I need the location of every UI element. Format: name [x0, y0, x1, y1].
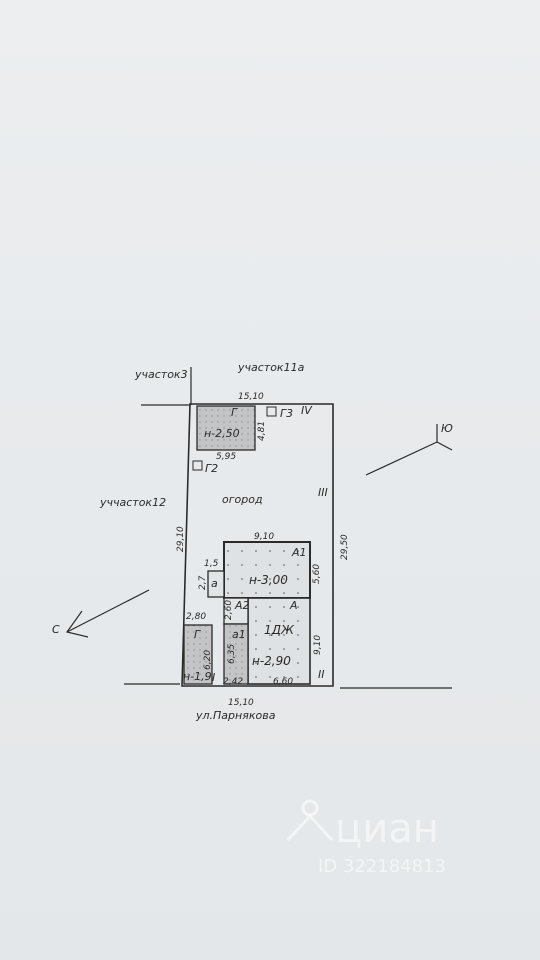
label-a1-height: н-3,00: [249, 573, 288, 587]
label-g-top-height: н-2,50: [204, 427, 240, 440]
watermark-logo-icon: [301, 799, 319, 817]
watermark: циан ID 322184813: [286, 799, 446, 877]
north-arrow-line: [66, 589, 150, 633]
corner-ii: II: [318, 668, 325, 681]
dim-dwelling-w: 6,60: [273, 677, 293, 687]
label-street: ул.Парнякова: [195, 709, 276, 722]
corner-iii: III: [318, 486, 328, 499]
label-plot11a: участок11а: [237, 361, 305, 374]
dim-a1-width: 9,10: [254, 532, 274, 542]
label-a-small: а: [211, 577, 218, 590]
dim-a-lower-right: 9,10: [313, 635, 323, 655]
label-g-bottom: Г: [194, 628, 201, 641]
building-g-bottom: [183, 624, 213, 685]
plot-outline: [181, 403, 334, 687]
building-a-small: [207, 570, 225, 598]
dim-g-bottom-w: 2,80: [186, 612, 206, 622]
dim-a2-h: 2,60: [224, 600, 234, 620]
g2-marker: [192, 460, 203, 471]
label-dwelling: 1ДЖ: [264, 623, 295, 637]
watermark-house-icon: [286, 813, 334, 842]
corner-i: I: [212, 671, 215, 684]
label-g3: Г3: [280, 407, 293, 420]
dim-a-small-h: 2,7: [198, 575, 208, 590]
label-a1-upper: А1: [291, 546, 307, 559]
label-g-top: Г: [231, 406, 238, 419]
dim-a-small-w: 1,5: [204, 559, 219, 569]
building-a2: [223, 597, 249, 625]
label-a2: А2: [234, 599, 250, 612]
dim-a1-lower-w: 2,42: [223, 677, 243, 687]
dim-right-length: 29,50: [340, 534, 350, 560]
label-plot12: уччасток12: [99, 496, 166, 509]
g3-marker: [266, 406, 277, 417]
dim-a1-depth: 5,60: [312, 564, 322, 584]
dim-g-bottom-h: 6,20: [203, 650, 213, 670]
label-plot3: участок3: [134, 368, 188, 381]
south-marker-tail: [436, 441, 453, 451]
label-g2: Г2: [205, 462, 218, 475]
label-south: Ю: [441, 422, 453, 435]
watermark-brand: циан: [335, 806, 439, 852]
dim-g-top-depth: 4,81: [257, 421, 267, 441]
building-g-top: [196, 405, 256, 451]
label-a1-lower: а1: [232, 628, 246, 641]
dim-left-length: 29,10: [176, 526, 186, 552]
dim-top-width: 15,10: [238, 392, 264, 402]
south-marker-line: [365, 441, 438, 476]
label-a-main: А: [289, 599, 298, 612]
label-g-bottom-height: н-1,9: [183, 670, 212, 683]
dim-g-top-width: 5,95: [216, 452, 236, 462]
dim-a1-lower-h: 6,35: [227, 644, 237, 664]
building-a-main: [247, 597, 311, 685]
label-dwelling-height: н-2,90: [252, 654, 291, 668]
label-north: С: [52, 623, 60, 636]
watermark-id: ID 322184813: [318, 856, 446, 877]
north-arrow-head: [65, 610, 89, 638]
label-garden: огород: [222, 493, 263, 506]
corner-iv: IV: [301, 404, 313, 417]
dim-bottom-width: 15,10: [228, 698, 254, 708]
building-a1-lower: [223, 623, 249, 685]
